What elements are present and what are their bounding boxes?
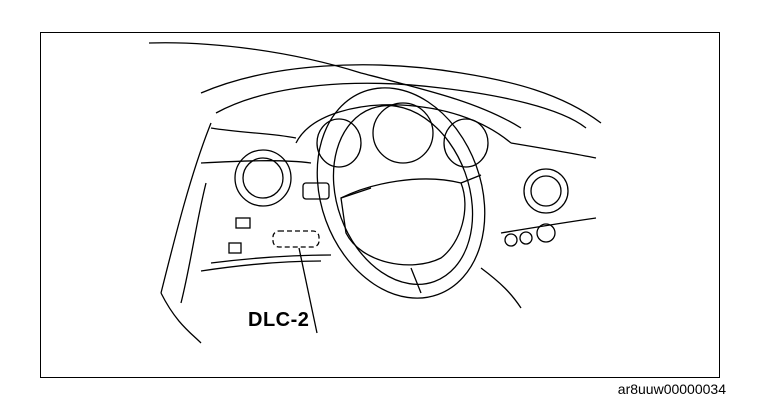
windshield-line-inner xyxy=(200,64,602,124)
floor-line xyxy=(480,267,522,309)
dash-ledge xyxy=(210,127,297,139)
lower-dash xyxy=(210,254,332,264)
switch-left-2 xyxy=(228,242,242,254)
right-dash-bottom xyxy=(500,217,597,234)
callout-leader xyxy=(298,247,318,334)
figure-frame xyxy=(40,32,720,378)
gauge-right xyxy=(443,118,489,168)
switch-left xyxy=(235,217,251,229)
right-vent-large xyxy=(523,168,569,214)
spoke-left xyxy=(340,187,372,199)
gauge-center xyxy=(372,102,434,164)
left-vent-outer xyxy=(234,149,292,207)
spoke-bottom xyxy=(410,267,422,294)
right-knob-3 xyxy=(536,223,556,243)
steering-wheel-outer xyxy=(316,87,486,299)
left-vent-inner xyxy=(242,157,284,199)
right-knob-1 xyxy=(504,233,518,247)
door-edge-2 xyxy=(180,182,207,304)
right-vent-inner xyxy=(530,175,562,207)
lower-dash-2 xyxy=(200,260,322,272)
door-bottom xyxy=(160,292,202,344)
door-edge xyxy=(160,122,212,294)
windshield-line-outer xyxy=(148,42,522,129)
figure-id: ar8uuw00000034 xyxy=(617,381,726,397)
dash-ledge-2 xyxy=(200,160,312,164)
spoke-right xyxy=(460,174,482,184)
dashboard-illustration xyxy=(148,42,602,344)
right-dash-top xyxy=(510,142,597,159)
steering-hub xyxy=(340,178,466,266)
center-vent xyxy=(302,182,330,200)
gauge-left xyxy=(316,118,362,168)
steering-wheel-inner xyxy=(332,104,474,286)
callout-label-dlc2: DLC-2 xyxy=(248,309,310,331)
dlc-connector xyxy=(272,230,320,248)
right-knob-2 xyxy=(519,231,533,245)
dash-top-curve xyxy=(215,82,587,129)
